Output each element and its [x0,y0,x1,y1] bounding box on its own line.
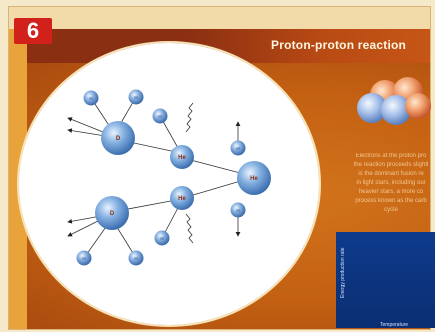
deuterium-bottom-label: D [110,211,115,217]
proton-label-8: H [134,256,137,261]
nucleus-cluster-icon [357,77,431,125]
caption-line: the reaction proceeds slightl [348,161,434,170]
inset-graph [336,232,435,328]
explanation-caption: Electrons at the proton pro the reaction… [348,152,434,215]
caption-line: Electrons at the proton pro [348,152,434,161]
proton-label-2: H [134,95,137,100]
proton-label-3: H [158,114,161,119]
proton-label-6: H [160,236,163,241]
proton-label-7: H [82,256,85,261]
graph-xlabel: Temperature [380,322,408,328]
gamma-ray-top [186,103,193,132]
proton-label-4: H [236,146,239,151]
caption-line: is the dominant fusion re [348,170,434,179]
caption-line: process known as the carb [348,197,434,206]
caption-line: in light stars, including our [348,179,434,188]
graph-ylabel: Energy production rate [340,247,346,298]
helium3-bottom-label: He [178,196,186,202]
proton-label-1: H [89,96,92,101]
caption-line: heavier stars, a more co [348,188,434,197]
gamma-ray-bottom [186,214,193,243]
proton-label-5: H [236,208,239,213]
deuterium-top-label: D [116,136,121,142]
caption-line: cycle [348,206,434,215]
helium4-label: He [250,176,258,182]
helium3-top-label: He [178,155,186,161]
